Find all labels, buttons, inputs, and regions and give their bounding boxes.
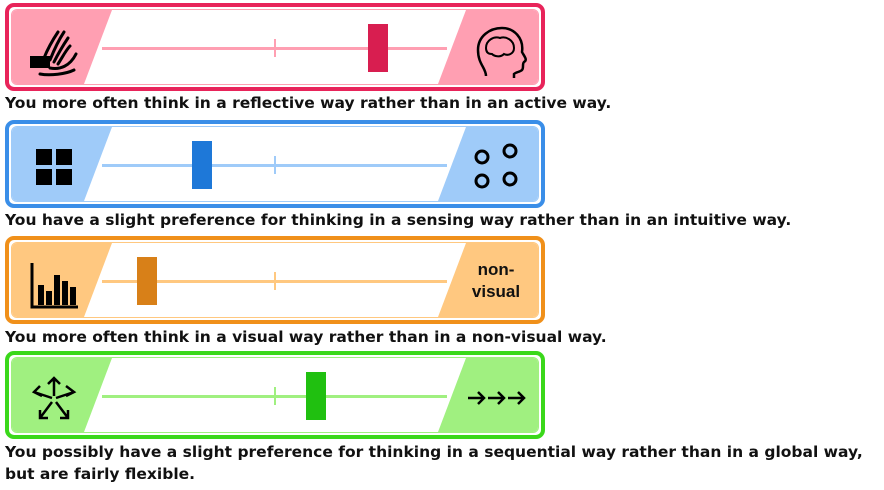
brain-head-icon bbox=[476, 26, 527, 78]
bar-chart-icon bbox=[30, 263, 78, 309]
scale-center-tick bbox=[274, 39, 276, 57]
scale-inner bbox=[11, 357, 539, 433]
scale-inner bbox=[11, 9, 539, 85]
scale-description: You more often think in a visual way rat… bbox=[5, 328, 607, 346]
scale-inner: non- visual bbox=[11, 242, 539, 318]
scale-center-tick bbox=[274, 387, 276, 405]
non-visual-label: non- visual bbox=[471, 260, 521, 301]
hand-icon bbox=[30, 30, 78, 77]
grid-squares-icon bbox=[36, 149, 72, 185]
scale-card-sensing-intuitive bbox=[5, 120, 545, 208]
sequential-arrows-icon bbox=[468, 391, 526, 405]
circles-icon bbox=[474, 143, 518, 189]
scale-card-active-reflective bbox=[5, 3, 545, 91]
scale-marker bbox=[305, 372, 326, 420]
scale-card-sequential-global bbox=[5, 351, 545, 439]
scale-description: You possibly have a slight preference fo… bbox=[5, 443, 863, 483]
scattered-arrows-icon bbox=[31, 376, 77, 420]
scale-center-tick bbox=[274, 272, 276, 290]
scale-marker bbox=[192, 141, 213, 189]
scale-marker bbox=[136, 257, 157, 305]
scale-description: You have a slight preference for thinkin… bbox=[5, 211, 792, 229]
scale-description: You more often think in a reflective way… bbox=[5, 94, 612, 112]
scale-card-visual-nonvisual: non- visual bbox=[5, 236, 545, 324]
scale-inner bbox=[11, 126, 539, 202]
scale-center-tick bbox=[274, 156, 276, 174]
scale-marker bbox=[368, 24, 388, 72]
